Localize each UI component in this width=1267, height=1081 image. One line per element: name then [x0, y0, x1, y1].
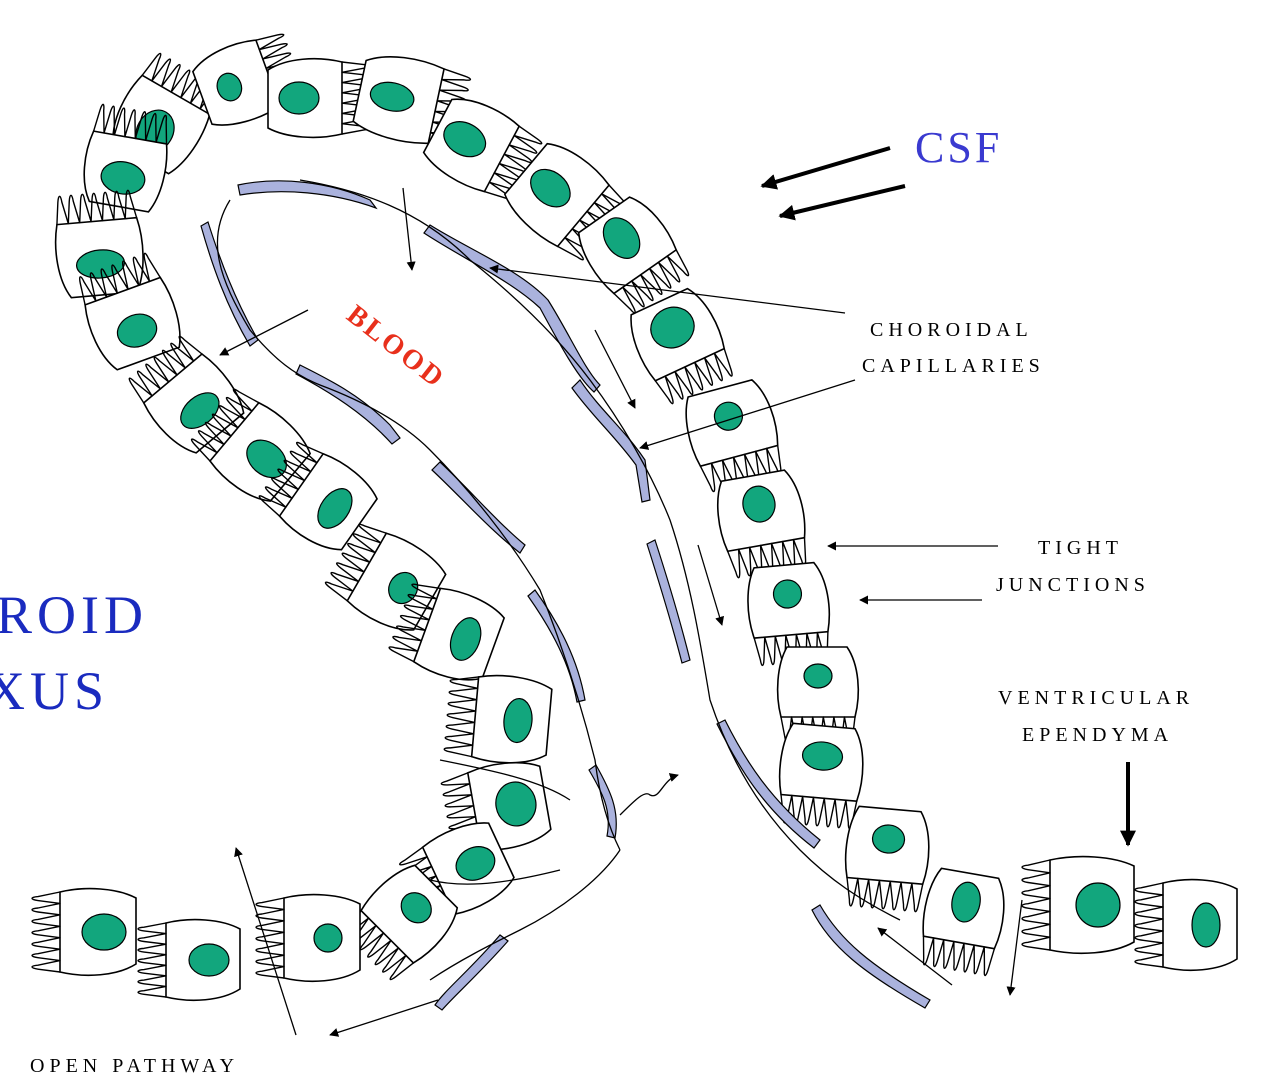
plexus-label-line1: ROID — [0, 585, 148, 645]
epithelial-cell — [841, 806, 932, 913]
choroidal-label-line2: CAPILLARIES — [862, 355, 1045, 377]
tight-label-line2: JUNCTIONS — [996, 574, 1150, 596]
epithelial-cell — [915, 867, 1009, 977]
tight-label-line1: TIGHT — [1038, 537, 1123, 559]
microvilli-fringe — [1135, 883, 1163, 967]
open-pathway-label: OPEN PATHWAY — [30, 1055, 239, 1077]
secretion-arrow — [220, 310, 308, 355]
secretion-arrow — [595, 330, 635, 408]
csf-arrow — [780, 186, 905, 216]
secretion-arrow — [620, 775, 678, 815]
csf-label: CSF — [915, 123, 1002, 172]
blood-label: BLOOD — [341, 299, 452, 395]
epithelial-cell — [138, 920, 240, 1001]
cell-nucleus — [1192, 903, 1220, 947]
epithelial-cell — [1022, 857, 1134, 954]
cell-nucleus — [82, 914, 126, 950]
capillary-wall-segment — [424, 225, 600, 392]
capillary-wall-segment — [201, 222, 258, 346]
epithelial-cell — [443, 671, 552, 766]
cell-nucleus — [804, 664, 832, 688]
microvilli-fringe — [32, 892, 60, 972]
capillary-wall-segment — [238, 181, 376, 208]
capillary-wall-segment — [812, 905, 930, 1008]
ventricular-label-line2: EPENDYMA — [1022, 724, 1173, 746]
epithelial-cell — [1135, 880, 1237, 971]
ventricular-label-line1: VENTRICULAR — [998, 687, 1194, 709]
cell-nucleus — [279, 82, 319, 114]
capillary-wall-segment — [432, 462, 525, 553]
csf-arrow — [762, 148, 890, 186]
open-pathway-arrow — [330, 1000, 438, 1035]
microvilli-fringe — [256, 898, 284, 978]
plexus-label-line2: XUS — [0, 661, 109, 721]
capillary-wall-segment — [572, 380, 650, 502]
cell-nucleus — [189, 944, 229, 976]
cell-nucleus — [1076, 883, 1120, 927]
cell-nucleus — [314, 924, 342, 952]
epithelial-cell — [32, 889, 136, 976]
capillary-wall-segment — [435, 935, 508, 1010]
epithelial-cell — [256, 895, 360, 982]
epithelial-cell — [712, 468, 812, 579]
microvilli-fringe — [138, 923, 166, 997]
capillary-wall-segment — [647, 540, 690, 663]
ependymal-flow-arrow — [1010, 900, 1022, 995]
epithelial-cells — [32, 27, 1237, 1000]
secretion-arrow — [403, 188, 412, 270]
capillary-wall-segment — [296, 365, 400, 444]
choroidal-label-line1: CHOROIDAL — [870, 319, 1033, 341]
microvilli-fringe — [1022, 860, 1050, 950]
secretion-arrow — [698, 545, 722, 625]
epithelial-cell — [268, 59, 370, 138]
